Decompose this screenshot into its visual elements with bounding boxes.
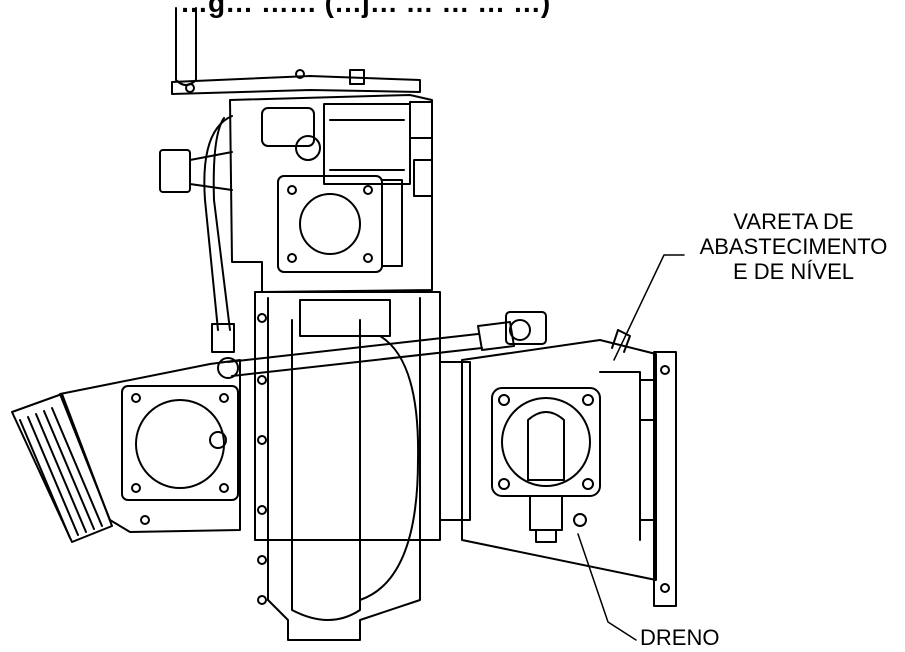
main-housing bbox=[254, 291, 441, 641]
label-vareta-line2: ABASTECIMENTO bbox=[699, 234, 888, 259]
diagram-title: …g… …… (…j… … … … …) bbox=[180, 0, 551, 18]
outlet-flange bbox=[639, 351, 677, 607]
lever-handle bbox=[171, 7, 421, 95]
label-vareta-line1: VARETA DE bbox=[733, 209, 854, 234]
inlet-manifold bbox=[11, 359, 241, 543]
upper-flange bbox=[277, 175, 403, 273]
label-vareta-line3: E DE NÍVEL bbox=[732, 259, 855, 284]
right-pump-body bbox=[439, 329, 657, 581]
leader-lines bbox=[577, 254, 685, 641]
cross-tube bbox=[217, 311, 547, 379]
hose bbox=[203, 115, 235, 353]
label-dreno: DRENO bbox=[640, 625, 720, 650]
label-vareta: VARETA DE ABASTECIMENTO E DE NÍVEL bbox=[686, 209, 901, 284]
upper-block bbox=[159, 94, 433, 293]
